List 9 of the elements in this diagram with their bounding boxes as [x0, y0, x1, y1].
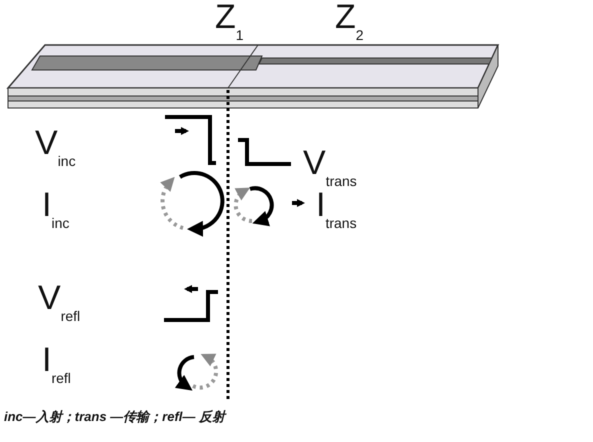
current-label: I$_{inc}$	[42, 188, 70, 230]
current-label: I$_{trans}$	[316, 188, 357, 230]
impedance-label: Z$_{1}$	[215, 0, 244, 42]
voltage-label: V$_{refl}$	[38, 281, 80, 323]
current-label: I$_{refl}$	[42, 343, 71, 385]
voltage-label: V$_{trans}$	[303, 146, 357, 188]
impedance-label: Z$_{2}$	[335, 0, 364, 42]
voltage-label: V$_{inc}$	[35, 126, 76, 168]
legend-note: inc—入射；trans —传输；refl— 反射	[4, 410, 226, 423]
